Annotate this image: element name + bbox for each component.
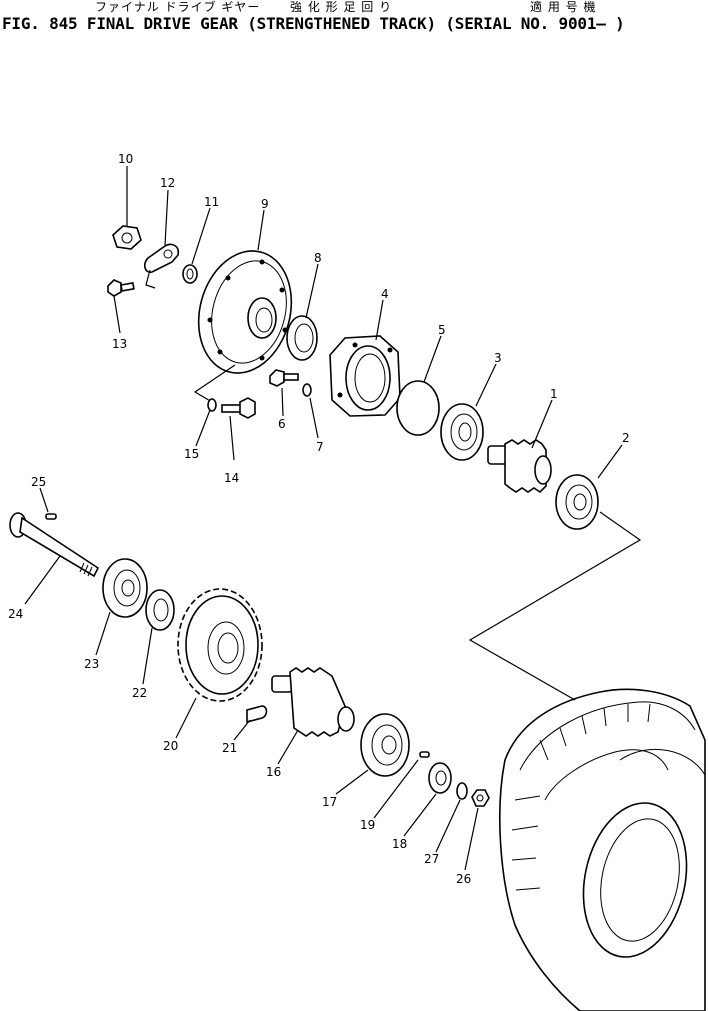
callout-1: 1 [550,387,558,401]
callout-2: 2 [622,431,630,445]
spacer-part-22 [145,589,175,631]
washer-part-15 [207,398,217,412]
bolt-part-13 [107,279,135,297]
callout-22: 22 [132,686,147,700]
leader-lines [24,166,623,871]
pinion-part-16 [271,667,355,737]
callout-10: 10 [118,152,133,166]
callout-23: 23 [84,657,99,671]
callout-24: 24 [8,607,23,621]
callout-9: 9 [261,197,269,211]
washer-part-7 [302,383,312,397]
washer-part-27 [456,782,468,800]
callout-11: 11 [204,195,219,209]
japanese-applicable-serials: 適 用 号 機 [530,0,597,14]
callout-7: 7 [316,440,324,454]
callout-20: 20 [163,739,178,753]
callout-6: 6 [278,417,286,431]
bearing-part-3 [440,403,484,461]
callout-26: 26 [456,872,471,886]
cage-part-4 [329,335,401,417]
figure-title: FIG. 845 FINAL DRIVE GEAR (STRENGTHENED … [2,14,625,33]
callout-13: 13 [112,337,127,351]
callout-3: 3 [494,351,502,365]
callout-27: 27 [424,852,439,866]
callout-17: 17 [322,795,337,809]
japanese-variant-name: 強 化 形 足 回 り [290,0,393,14]
cover-part-9 [193,250,293,403]
japanese-part-name: ファイナル ドライブ ギヤー [95,0,261,14]
retainer-part-18 [428,762,452,794]
callout-labels: 1 2 3 4 5 6 7 8 9 10 11 12 13 14 15 16 1… [8,152,630,886]
key-part-25 [45,513,57,520]
callout-14: 14 [224,471,239,485]
bearing-part-17 [360,713,410,777]
washer-part-11 [182,264,198,284]
oil-seal-part-8 [286,315,318,361]
key-part-21 [246,705,268,724]
figure-header: ファイナル ドライブ ギヤー 強 化 形 足 回 り 適 用 号 機 FIG. … [0,0,708,44]
callout-16: 16 [266,765,281,779]
lock-plate-part-12 [143,243,180,289]
callout-4: 4 [381,287,389,301]
callout-21: 21 [222,741,237,755]
o-ring-part-5 [396,380,440,436]
nut-part-10 [112,225,142,250]
callout-18: 18 [392,837,407,851]
bearing-part-2 [555,474,599,530]
callout-8: 8 [314,251,322,265]
callout-15: 15 [184,447,199,461]
pinion-part-1 [487,439,552,494]
gear-part-20 [177,588,263,702]
final-drive-case [499,688,706,1011]
nut-part-26 [471,789,490,807]
pin-part-19 [419,751,430,758]
callout-25: 25 [31,475,46,489]
bolt-part-14 [221,397,256,419]
callout-19: 19 [360,818,375,832]
callout-12: 12 [160,176,175,190]
bolt-part-6 [269,369,299,387]
callout-5: 5 [438,323,446,337]
assembly-reference-line [468,511,642,701]
bearing-part-23 [102,558,148,618]
shaft-part-24 [9,512,100,578]
